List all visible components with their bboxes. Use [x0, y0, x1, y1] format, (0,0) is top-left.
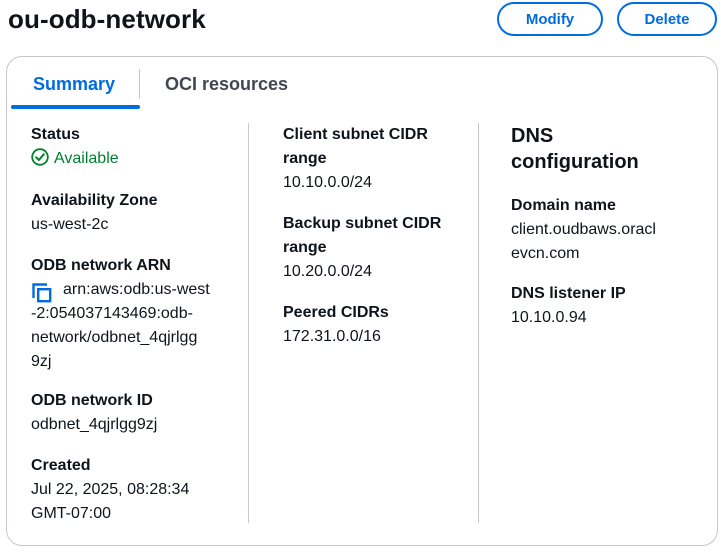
dns-listener-label: DNS listener IP	[511, 285, 626, 302]
created-field: Created Jul 22, 2025, 08:28:34 GMT-07:00	[31, 454, 189, 526]
created-line: GMT-07:00	[31, 505, 112, 522]
availability-zone-value: us-west-2c	[31, 216, 109, 233]
tab-oci-resources[interactable]: OCI resources	[165, 74, 289, 94]
page-header: ou-odb-network Modify Delete	[0, 0, 726, 50]
arn-line: -2:054037143469:odb-	[31, 305, 193, 322]
peered-cidrs-value: 172.31.0.0/16	[283, 328, 381, 345]
client-subnet-field: Client subnet CIDR range 10.10.0.0/24	[283, 123, 428, 195]
arn-label: ODB network ARN	[31, 257, 171, 274]
tab-summary[interactable]: Summary	[33, 74, 116, 94]
backup-subnet-value: 10.20.0.0/24	[283, 263, 372, 280]
availability-zone-field: Availability Zone us-west-2c	[31, 189, 158, 237]
tab-list: Summary OCI resources	[7, 57, 717, 111]
dns-section: DNS configuration	[511, 123, 639, 175]
created-label: Created	[31, 457, 91, 474]
arn-line: network/odbnet_4qjrlgg	[31, 329, 198, 346]
network-id-value: odbnet_4qjrlgg9zj	[31, 416, 158, 433]
backup-subnet-label: Backup subnet CIDR	[283, 215, 442, 232]
dns-listener-value: 10.10.0.94	[511, 309, 587, 326]
status-field: Status Available	[31, 123, 119, 171]
modify-button[interactable]: Modify	[497, 2, 603, 36]
active-tab-indicator	[11, 105, 140, 109]
created-line: Jul 22, 2025, 08:28:34	[31, 481, 190, 498]
dns-listener-field: DNS listener IP 10.10.0.94	[511, 282, 626, 330]
network-id-label: ODB network ID	[31, 392, 153, 409]
column-divider	[478, 123, 479, 523]
tab-divider	[139, 69, 140, 99]
status-indicator: Available	[31, 147, 119, 171]
backup-subnet-field: Backup subnet CIDR range 10.20.0.0/24	[283, 212, 441, 284]
delete-button[interactable]: Delete	[617, 2, 717, 36]
domain-name-line: evcn.com	[511, 245, 580, 262]
arn-line: 9zj	[31, 353, 52, 370]
dns-heading: configuration	[511, 151, 639, 173]
backup-subnet-label: range	[283, 239, 327, 256]
peered-cidrs-label: Peered CIDRs	[283, 304, 389, 321]
network-id-field: ODB network ID odbnet_4qjrlgg9zj	[31, 389, 157, 437]
availability-zone-label: Availability Zone	[31, 192, 158, 209]
copy-icon[interactable]	[31, 282, 53, 304]
domain-name-line: client.oudbaws.oracl	[511, 221, 656, 238]
page-title: ou-odb-network	[8, 4, 206, 34]
domain-name-field: Domain name client.oudbaws.oracl evcn.co…	[511, 194, 656, 266]
status-value: Available	[54, 150, 119, 167]
client-subnet-label: Client subnet CIDR	[283, 126, 428, 143]
arn-value: arn:aws:odb:us-west -2:054037143469:odb-…	[31, 278, 210, 374]
status-label: Status	[31, 126, 80, 143]
client-subnet-label: range	[283, 150, 327, 167]
domain-name-label: Domain name	[511, 197, 616, 214]
client-subnet-value: 10.10.0.0/24	[283, 174, 372, 191]
column-divider	[248, 123, 249, 523]
arn-field: ODB network ARN arn:aws:odb:us-west -2:0…	[31, 254, 210, 374]
dns-heading: DNS	[511, 125, 554, 147]
details-container: Summary OCI resources Status Available A…	[6, 56, 718, 546]
peered-cidrs-field: Peered CIDRs 172.31.0.0/16	[283, 301, 389, 349]
arn-line: arn:aws:odb:us-west	[63, 281, 210, 298]
check-circle-icon	[31, 147, 49, 171]
